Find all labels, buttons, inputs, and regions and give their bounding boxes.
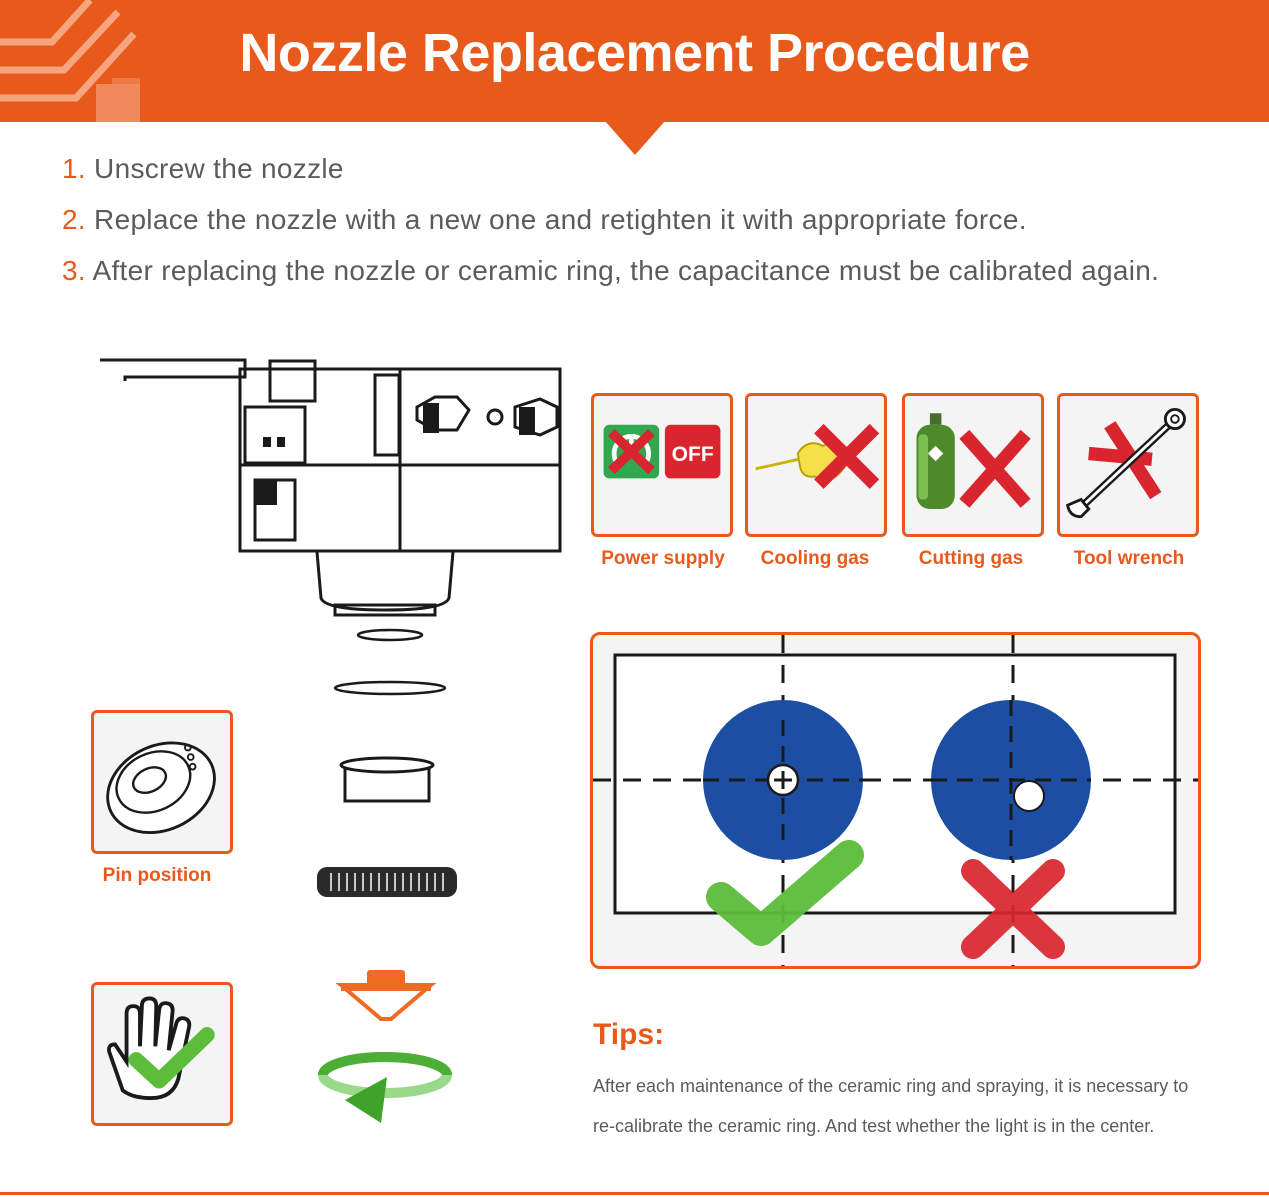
- header-decoration: [0, 0, 140, 122]
- wrench-icon: [1066, 408, 1186, 519]
- laser-centering-illustration: [593, 635, 1198, 966]
- cooling-gas-box: [745, 393, 887, 537]
- centered-disc: [703, 700, 863, 860]
- nozzle-icon: [335, 970, 437, 1021]
- ceramic-ring-pin-icon: [106, 741, 216, 835]
- offset-disc: [931, 700, 1091, 860]
- gas-cylinder-icon: [916, 413, 1031, 510]
- cutting-gas-box: [902, 393, 1044, 537]
- glove-box: [91, 982, 233, 1126]
- pin-position-box: [91, 710, 233, 854]
- header-pointer: [605, 121, 665, 155]
- cutting-gas-label: Cutting gas: [918, 548, 1024, 569]
- step-item: 1. Unscrew the nozzle: [62, 150, 1242, 201]
- rotate-arrow-icon: [318, 1052, 452, 1123]
- bottom-divider: [0, 1192, 1269, 1195]
- tips-body: After each maintenance of the ceramic ri…: [593, 1076, 1189, 1136]
- pin-position-label: Pin position: [102, 865, 212, 886]
- step-item: 3. After replacing the nozzle or ceramic…: [62, 252, 1242, 303]
- off-badge: OFF: [672, 443, 714, 466]
- cooling-gas-label: Cooling gas: [760, 548, 870, 569]
- tool-wrench-box: [1057, 393, 1199, 537]
- cooling-gas-icon: [755, 423, 880, 489]
- tool-wrench-label: Tool wrench: [1073, 548, 1185, 569]
- tips-heading: Tips:: [593, 1018, 665, 1051]
- step-item: 2. Replace the nozzle with a new one and…: [62, 201, 1242, 252]
- step-number: 1.: [62, 153, 86, 184]
- incorrect-cross-icon: [961, 859, 1065, 959]
- power-off-icon: OFF: [603, 424, 721, 479]
- correct-check-icon: [706, 840, 864, 946]
- power-supply-box: OFF: [591, 393, 733, 537]
- cutting-head-exploded-diagram: [100, 358, 562, 1123]
- step-number: 2.: [62, 204, 86, 235]
- step-text: After replacing the nozzle or ceramic ri…: [92, 255, 1160, 286]
- step-text: Unscrew the nozzle: [94, 153, 344, 184]
- step-text: Replace the nozzle with a new one and re…: [94, 204, 1027, 235]
- glove-hand-icon: [107, 996, 215, 1100]
- calibration-diagram: [590, 632, 1201, 969]
- power-supply-label: Power supply: [601, 548, 725, 569]
- step-number: 3.: [62, 255, 86, 286]
- header-banner: Nozzle Replacement Procedure: [0, 0, 1269, 122]
- page-title: Nozzle Replacement Procedure: [239, 23, 1030, 83]
- procedure-steps: 1. Unscrew the nozzle 2. Replace the noz…: [62, 150, 1242, 303]
